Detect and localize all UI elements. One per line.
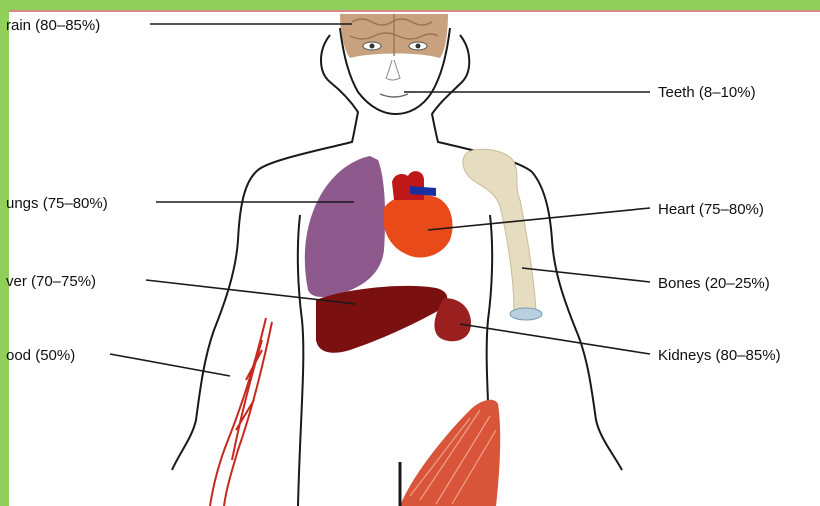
label-heart: Heart (75–80%) bbox=[658, 201, 764, 218]
heart-vessels bbox=[392, 171, 424, 200]
label-kidneys: Kidneys (80–85%) bbox=[658, 347, 781, 364]
blood-vessels bbox=[210, 318, 272, 506]
leader-heart bbox=[428, 208, 650, 230]
leader-blood bbox=[110, 354, 230, 376]
leader-bones bbox=[522, 268, 650, 282]
nose bbox=[386, 60, 400, 80]
liver-shape bbox=[316, 286, 447, 353]
label-brain: rain (80–85%) bbox=[6, 17, 100, 34]
label-bones: Bones (20–25%) bbox=[658, 275, 770, 292]
label-lungs: ungs (75–80%) bbox=[6, 195, 108, 212]
body-outline bbox=[172, 35, 622, 506]
arm-bone bbox=[463, 149, 536, 312]
leader-kidneys bbox=[460, 324, 650, 354]
label-blood: ood (50%) bbox=[6, 347, 75, 364]
heart-shape bbox=[383, 195, 452, 258]
label-liver: ver (70–75%) bbox=[6, 273, 96, 290]
mouth bbox=[380, 94, 408, 97]
lungs-shape bbox=[305, 156, 385, 297]
bone-joint bbox=[510, 308, 542, 320]
label-teeth: Teeth (8–10%) bbox=[658, 84, 756, 101]
